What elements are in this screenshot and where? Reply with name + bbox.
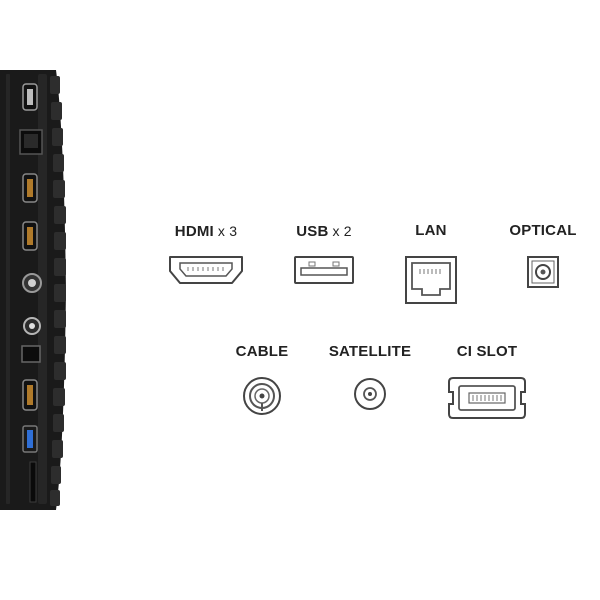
port-lan-label: LAN (415, 222, 447, 239)
optical-port-icon (527, 256, 559, 288)
usb-label-text: USB (296, 223, 329, 240)
hdmi-label-text: HDMI (174, 223, 214, 240)
tv-back-panel (0, 70, 70, 510)
usb-count: x 2 (332, 223, 352, 239)
port-cable: CABLE (224, 342, 300, 416)
port-ci-slot: CI SLOT (442, 342, 532, 420)
usb-port-icon (294, 256, 354, 284)
tv-back-panel-drawing (0, 70, 66, 510)
port-cable-label: CABLE (235, 343, 289, 360)
port-ci-slot-label: CI SLOT (456, 343, 518, 360)
hdmi-count: x 3 (217, 223, 238, 239)
satellite-port-icon (354, 378, 386, 410)
ci-slot-icon (448, 377, 526, 419)
port-satellite: SATELLITE (320, 342, 420, 412)
hdmi-port-icon (169, 256, 243, 284)
coax-cable-port-icon (243, 377, 281, 415)
port-satellite-label: SATELLITE (328, 343, 412, 360)
port-optical-label: OPTICAL (509, 222, 577, 239)
lan-port-icon (405, 256, 457, 304)
port-optical: OPTICAL (498, 221, 588, 289)
port-lan: LAN (396, 221, 466, 305)
